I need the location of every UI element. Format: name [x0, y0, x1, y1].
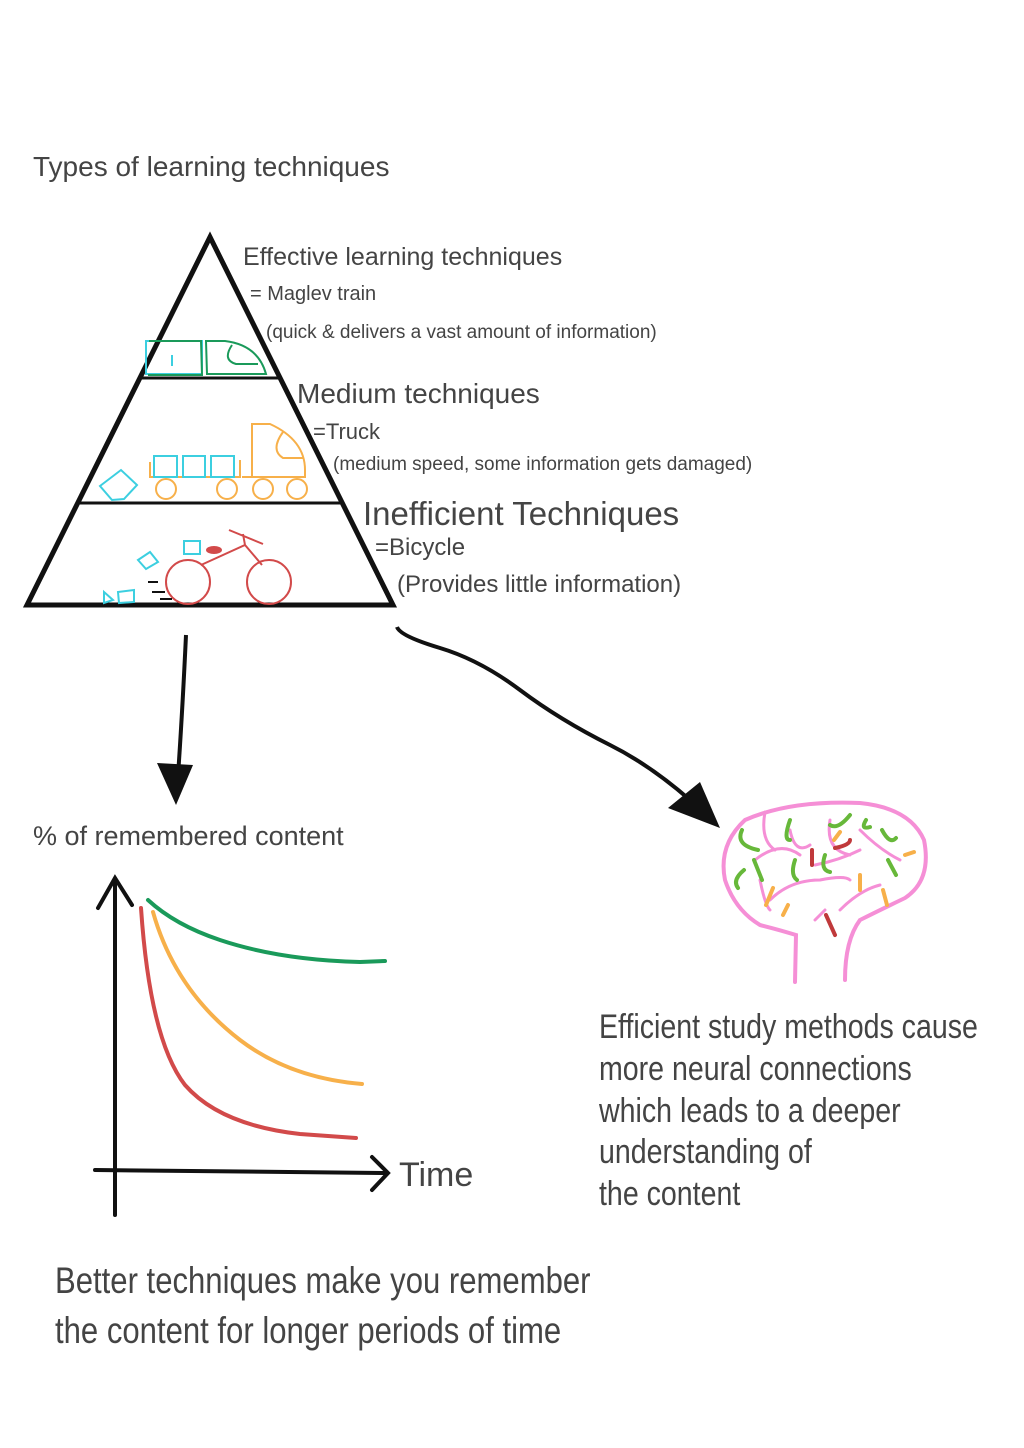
graph-y-label: % of remembered content — [33, 821, 344, 851]
level-inefficient-heading: Inefficient Techniques — [363, 495, 680, 532]
graph-caption-line: Better techniques make you remember — [55, 1260, 591, 1301]
level-inefficient-analogy: =Bicycle — [375, 534, 466, 561]
curve-medium — [151, 910, 364, 1086]
graph-x-label: Time — [399, 1156, 474, 1194]
curve-inefficient — [139, 906, 358, 1140]
brain-caption-line: Efficient study methods cause — [599, 1008, 978, 1046]
arrow-to-graph — [157, 634, 193, 805]
brain-caption-line: the content — [599, 1175, 741, 1213]
brain-caption-line: understanding of — [599, 1133, 812, 1171]
brain-icon — [721, 800, 928, 984]
level-medium-analogy: =Truck — [313, 419, 381, 444]
level-effective-description: (quick & delivers a vast amount of infor… — [266, 322, 657, 343]
x-axis — [93, 1168, 388, 1175]
truck-icon — [98, 423, 308, 502]
level-medium-heading: Medium techniques — [297, 378, 540, 409]
graph-caption-line: the content for longer periods of time — [55, 1310, 562, 1351]
retention-graph — [93, 874, 391, 1217]
arrow-to-brain — [395, 626, 720, 828]
maglev-train-icon — [145, 340, 268, 376]
pyramid — [22, 231, 398, 608]
level-effective-heading: Effective learning techniques — [243, 243, 563, 271]
page-title: Types of learning techniques — [33, 151, 390, 182]
brain-caption-line: which leads to a deeper — [599, 1092, 901, 1130]
level-medium-description: (medium speed, some information gets dam… — [333, 454, 753, 475]
brain-caption-line: more neural connections — [599, 1050, 912, 1088]
level-inefficient-description: (Provides little information) — [397, 571, 682, 598]
curve-effective — [146, 898, 387, 965]
level-effective-analogy: = Maglev train — [250, 283, 377, 305]
bicycle-icon — [103, 529, 292, 605]
